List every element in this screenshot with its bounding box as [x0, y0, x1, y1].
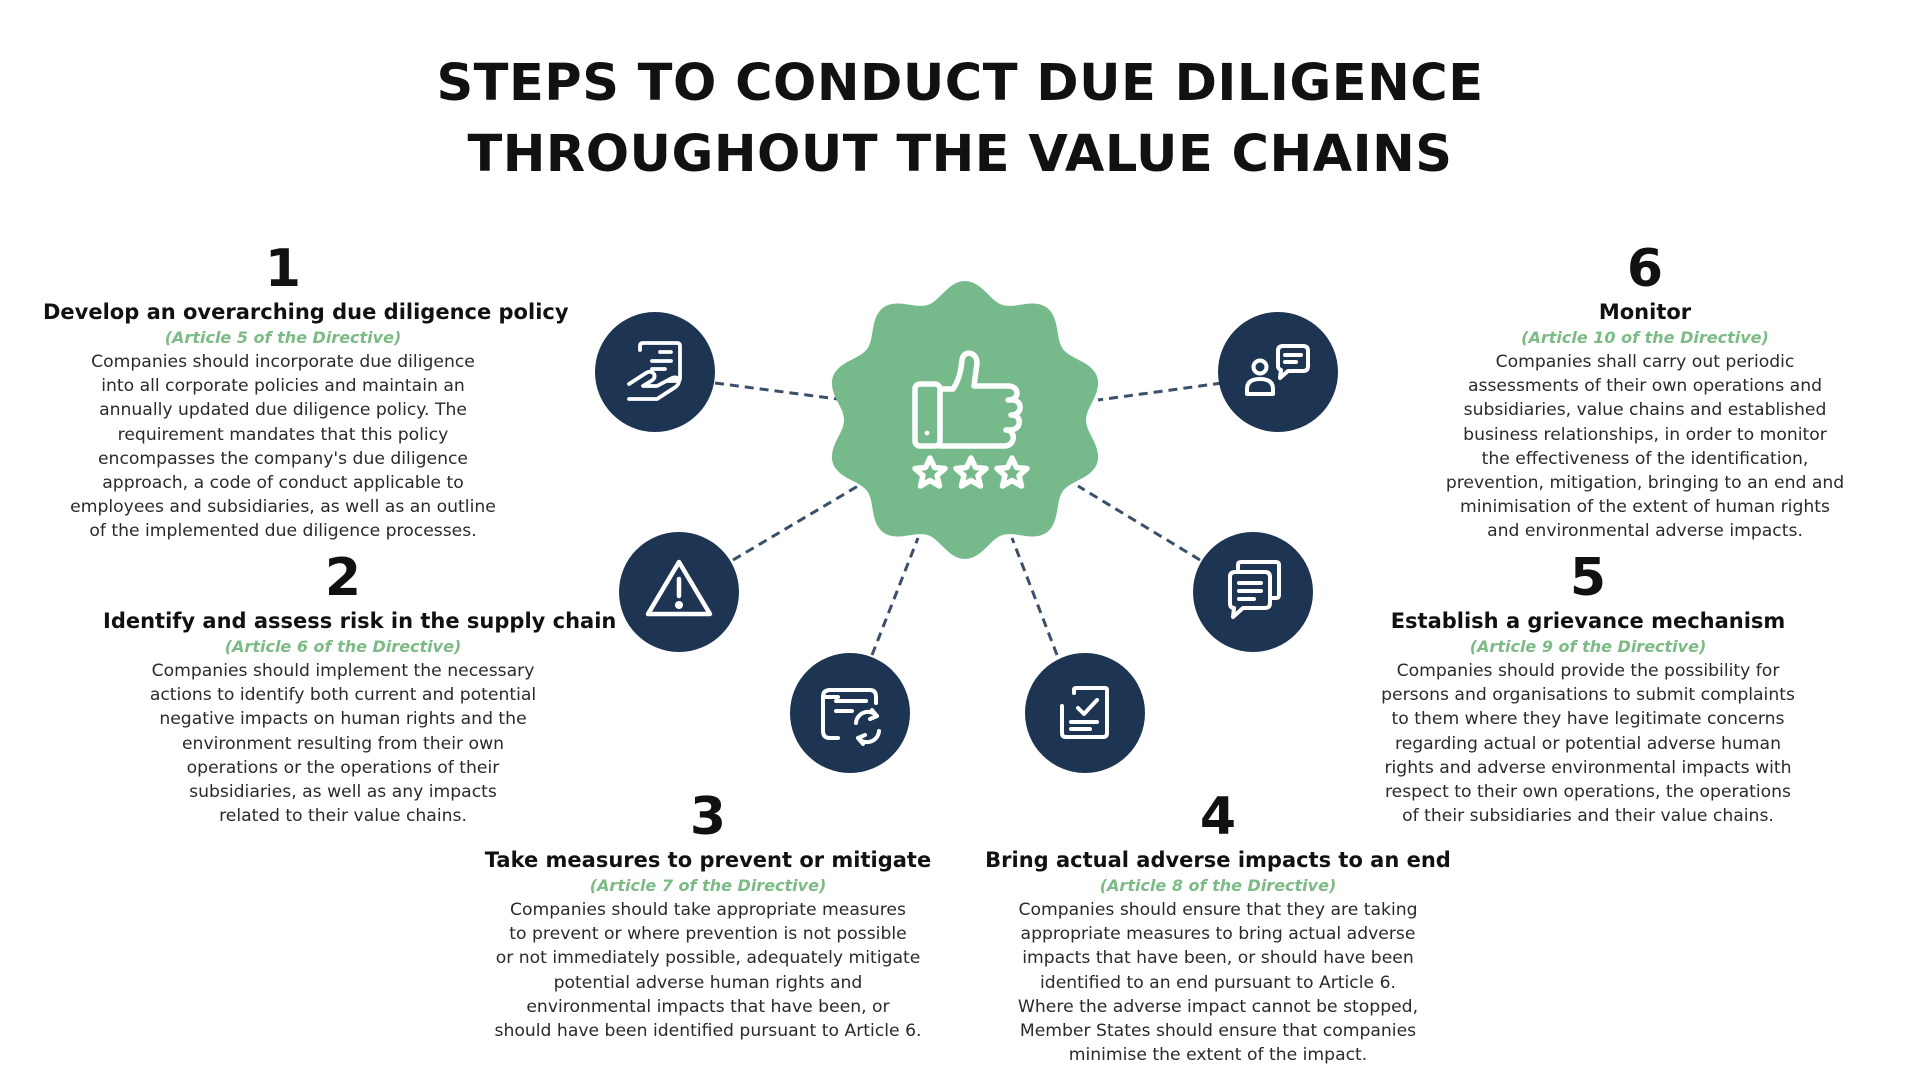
step-body: Companies should provide the possibility… [1381, 661, 1795, 827]
node-step-5 [1193, 532, 1313, 652]
step-body: Companies should incorporate due diligen… [70, 352, 496, 542]
step-number: 6 [1626, 239, 1664, 299]
checklist-icon [1060, 686, 1109, 739]
step-article: (Article 6 of the Directive) [224, 637, 462, 656]
step-1: 1 Develop an overarching due diligence p… [43, 239, 569, 544]
step-number: 3 [689, 787, 727, 847]
step-heading: Bring actual adverse impacts to an end [985, 848, 1451, 872]
step-body: Companies should ensure that they are ta… [1017, 900, 1419, 1066]
center-badge [831, 281, 1099, 559]
node-step-2 [619, 532, 739, 652]
step-body: Companies shall carry out periodic asses… [1445, 352, 1845, 542]
step-article: (Article 8 of the Directive) [1099, 876, 1337, 895]
page-title-line-2: THROUGHOUT THE VALUE CHAINS [467, 125, 1453, 184]
connector-step-6 [1097, 381, 1223, 402]
step-heading: Take measures to prevent or mitigate [484, 848, 932, 872]
user-chat-icon [1245, 344, 1310, 396]
connector-step-4 [1010, 537, 1059, 656]
node-step-4 [1025, 653, 1145, 773]
step-article: (Article 10 of the Directive) [1521, 328, 1769, 347]
warning-triangle-icon [645, 559, 713, 617]
step-number: 1 [264, 239, 302, 299]
center-badge-shape [831, 281, 1099, 559]
connector-step-5 [1077, 484, 1201, 562]
step-heading: Identify and assess risk in the supply c… [103, 609, 617, 633]
step-5: 5 Establish a grievance mechanism (Artic… [1348, 549, 1828, 828]
step-number: 2 [324, 548, 362, 608]
step-article: (Article 5 of the Directive) [164, 328, 402, 347]
step-6: 6 Monitor (Article 10 of the Directive) … [1405, 240, 1885, 544]
message-stack-icon [1228, 560, 1281, 619]
step-number: 4 [1199, 787, 1237, 847]
connector-step-3 [870, 537, 920, 656]
connector-step-1 [714, 381, 846, 402]
connector-step-2 [732, 484, 859, 562]
node-step-1 [595, 312, 715, 432]
step-heading: Establish a grievance mechanism [1390, 609, 1786, 633]
step-heading: Develop an overarching due diligence pol… [43, 300, 569, 324]
step-4: 4 Bring actual adverse impacts to an end… [978, 788, 1458, 1067]
step-number: 5 [1569, 548, 1607, 608]
step-heading: Monitor [1598, 300, 1692, 324]
step-2: 2 Identify and assess risk in the supply… [103, 548, 617, 828]
step-body: Companies should implement the necessary… [149, 661, 537, 827]
policy-document-hand-icon [627, 341, 682, 401]
step-3: 3 Take measures to prevent or mitigate (… [468, 788, 948, 1043]
step-article: (Article 9 of the Directive) [1469, 637, 1707, 656]
page-title-line-1: STEPS TO CONDUCT DUE DILIGENCE [436, 54, 1484, 113]
node-step-6 [1218, 312, 1338, 432]
document-refresh-icon [821, 688, 881, 746]
thumbs-up-three-stars-icon [912, 350, 1030, 489]
node-step-3 [790, 653, 910, 773]
step-body: Companies should take appropriate measur… [494, 900, 922, 1042]
connector-lines [714, 381, 1223, 656]
page-title: STEPS TO CONDUCT DUE DILIGENCE THROUGHOU… [0, 48, 1920, 190]
step-article: (Article 7 of the Directive) [589, 876, 827, 895]
